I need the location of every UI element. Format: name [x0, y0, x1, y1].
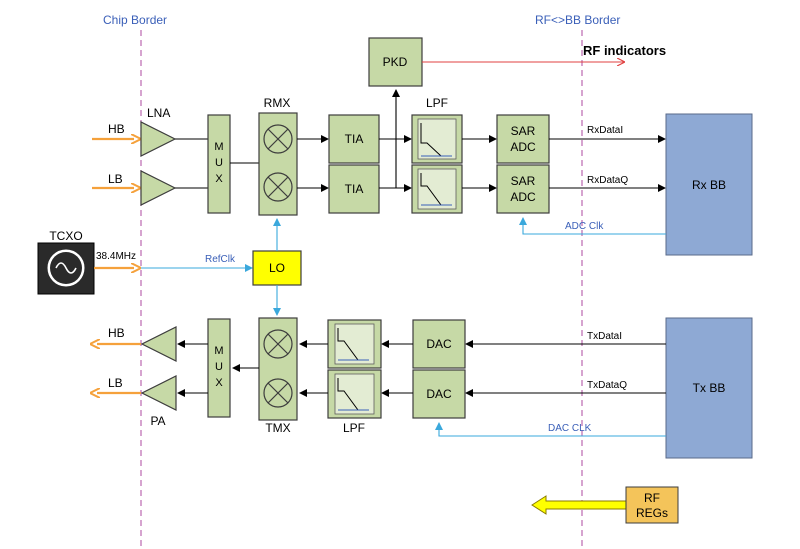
refclk-label: RefClk [205, 254, 236, 265]
adc-clk-line [519, 217, 666, 235]
tx-data-i-label: TxDataI [587, 331, 622, 342]
rmx-label: RMX [264, 96, 291, 110]
rf-regs-block [625, 486, 679, 524]
sar-adc-q-block [496, 164, 550, 214]
tia-i-label: TIA [345, 132, 364, 146]
tx-mux [207, 318, 231, 418]
pa-label: PA [150, 414, 165, 428]
chip-border-label: Chip Border [103, 13, 167, 27]
tia-i-block [328, 114, 380, 164]
tia-q-label: TIA [345, 182, 364, 196]
sar-adc-i-block [496, 114, 550, 164]
rf-bb-border-label: RF<>BB Border [535, 13, 620, 27]
tx-bb-block [665, 317, 753, 459]
rf-regs-label-2: REGs [636, 506, 668, 520]
adc-clk-label: ADC Clk [565, 221, 604, 232]
tx-data-q-label: TxDataQ [587, 380, 627, 391]
lo-label: LO [269, 261, 285, 275]
dac-clk-line [435, 422, 666, 437]
tmx-label: TMX [265, 421, 290, 435]
rx-bb-label: Rx BB [692, 178, 726, 192]
tcxo-freq-label: 38.4MHz [96, 251, 136, 262]
dac-i-label: DAC [426, 337, 452, 351]
sar-adc-i-label-1: SAR [511, 124, 536, 138]
sar-adc-q-label-1: SAR [511, 174, 536, 188]
rx-lpf-label: LPF [426, 96, 448, 110]
rf-regs-arrow [531, 495, 627, 515]
dac-clk-label: DAC CLK [548, 423, 592, 434]
rx-data-q-label: RxDataQ [587, 175, 628, 186]
tx-lpf-i-block [327, 319, 382, 369]
rx-hb-label: HB [108, 122, 125, 136]
lna-hb-amplifier [140, 121, 177, 157]
lna-label: LNA [147, 106, 170, 120]
tia-q-block [328, 164, 380, 214]
rx-lpf-i-block [411, 114, 463, 164]
dac-q-label: DAC [426, 387, 452, 401]
rx-mux [207, 114, 231, 214]
tcxo-oscillator [37, 242, 95, 295]
rx-lpf-q-block [411, 164, 463, 214]
rf-regs-label-1: RF [644, 491, 660, 505]
rmx-mixer-i [263, 124, 293, 154]
pa-lb-amplifier [140, 375, 177, 411]
tx-lpf-label: LPF [343, 421, 365, 435]
rx-lb-label: LB [108, 172, 123, 186]
tmx-mixer-q [263, 378, 293, 408]
tx-hb-label: HB [108, 326, 125, 340]
tx-lb-label: LB [108, 376, 123, 390]
dac-q-block [412, 369, 466, 419]
tmx-mixer-i [263, 329, 293, 359]
tx-lpf-q-block [327, 369, 382, 419]
lna-lb-amplifier [140, 170, 177, 206]
rx-bb-block [665, 113, 753, 256]
pa-hb-amplifier [140, 326, 177, 362]
sar-adc-q-label-2: ADC [510, 190, 536, 204]
rmx-mixer-q [263, 172, 293, 202]
pkd-block [368, 37, 423, 87]
pkd-label: PKD [383, 55, 408, 69]
rx-data-i-label: RxDataI [587, 125, 623, 136]
tcxo-label: TCXO [49, 229, 82, 243]
tx-bb-label: Tx BB [693, 381, 726, 395]
sar-adc-i-label-2: ADC [510, 140, 536, 154]
rf-indicators-label: RF indicators [583, 43, 666, 58]
